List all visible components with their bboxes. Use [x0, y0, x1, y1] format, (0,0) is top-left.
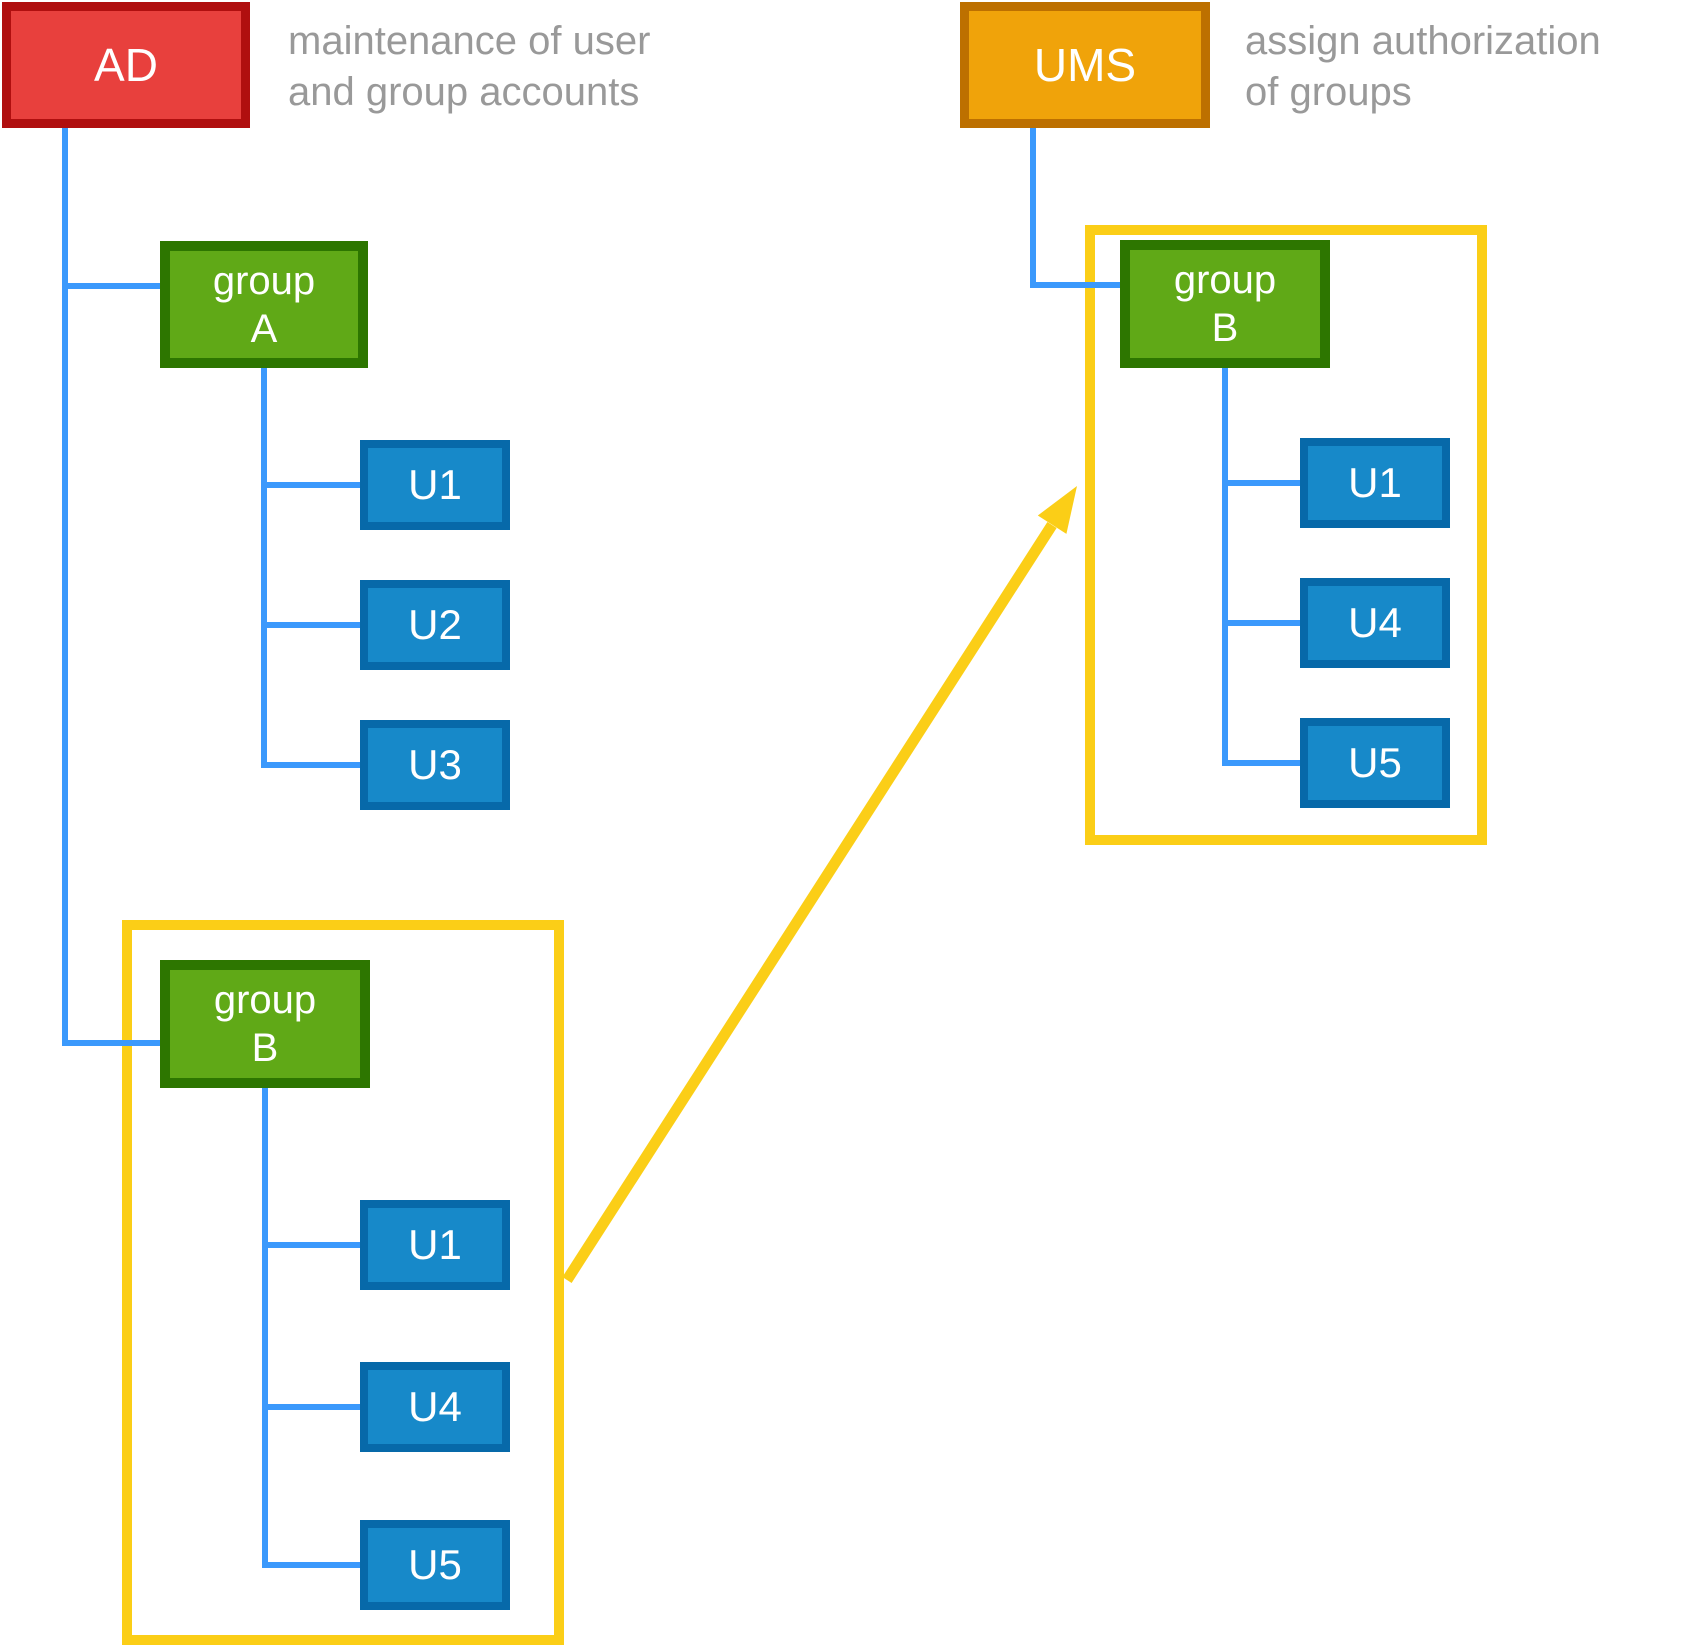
group-b-ums-node: group B	[1120, 240, 1330, 368]
group-b-ad-label-line2: B	[251, 1026, 279, 1070]
group-b-ums-label-line2: B	[1211, 306, 1239, 350]
connector-group-b-ums-users	[1222, 368, 1300, 766]
group-b-ad-user-u1: U1	[360, 1200, 510, 1290]
ums-caption-line1: assign authorization	[1245, 19, 1601, 63]
connector-ums-to-group-b	[1030, 128, 1120, 288]
group-b-ad-node: group B	[160, 960, 370, 1088]
group-b-highlight-ums-side	[1085, 225, 1487, 845]
ums-caption: assign authorization of groups	[1245, 16, 1601, 118]
ad-caption-line2: and group accounts	[288, 70, 640, 114]
ums-node: UMS	[960, 2, 1210, 128]
group-a-node: group A	[160, 241, 368, 368]
group-b-ad-user-u5: U5	[360, 1520, 510, 1610]
assign-arrow-line	[562, 522, 1057, 1283]
ad-label: AD	[94, 39, 158, 91]
assign-arrow-head	[1037, 486, 1077, 534]
group-a-label-line2: A	[250, 306, 278, 351]
ums-label: UMS	[1033, 39, 1137, 91]
group-a-user-u3: U3	[360, 720, 510, 810]
connector-ad-to-group-b	[62, 128, 160, 1046]
ad-caption: maintenance of user and group accounts	[288, 16, 650, 118]
group-a-user-u2: U2	[360, 580, 510, 670]
group-b-ad-user-u1-label: U1	[408, 1221, 462, 1268]
ad-node: AD	[2, 2, 250, 128]
group-b-ums-label-line1: group	[1173, 258, 1277, 302]
group-a-user-u3-label: U3	[408, 741, 462, 788]
group-b-ums-user-u5: U5	[1300, 718, 1450, 808]
ad-caption-line1: maintenance of user	[288, 19, 651, 63]
group-b-ad-label-line1: group	[213, 978, 317, 1022]
ums-caption-line2: of groups	[1245, 70, 1412, 114]
group-b-ums-user-u1-label: U1	[1348, 459, 1402, 506]
group-b-ums-user-u4-label: U4	[1348, 599, 1402, 646]
connector-group-b-ad-users	[262, 1088, 360, 1568]
group-b-ums-user-u5-label: U5	[1348, 739, 1402, 786]
group-b-ad-user-u4: U4	[360, 1362, 510, 1452]
group-b-highlight-ad-side	[122, 920, 564, 1645]
group-b-ums-user-u4: U4	[1300, 578, 1450, 668]
group-b-ad-user-u4-label: U4	[408, 1383, 462, 1430]
group-a-user-u2-label: U2	[408, 601, 462, 648]
group-a-user-u1: U1	[360, 440, 510, 530]
connector-group-a-users	[261, 368, 360, 768]
group-a-user-u1-label: U1	[408, 461, 462, 508]
group-b-ad-user-u5-label: U5	[408, 1541, 462, 1588]
group-a-label-line1: group	[212, 258, 316, 303]
group-b-ums-user-u1: U1	[1300, 438, 1450, 528]
